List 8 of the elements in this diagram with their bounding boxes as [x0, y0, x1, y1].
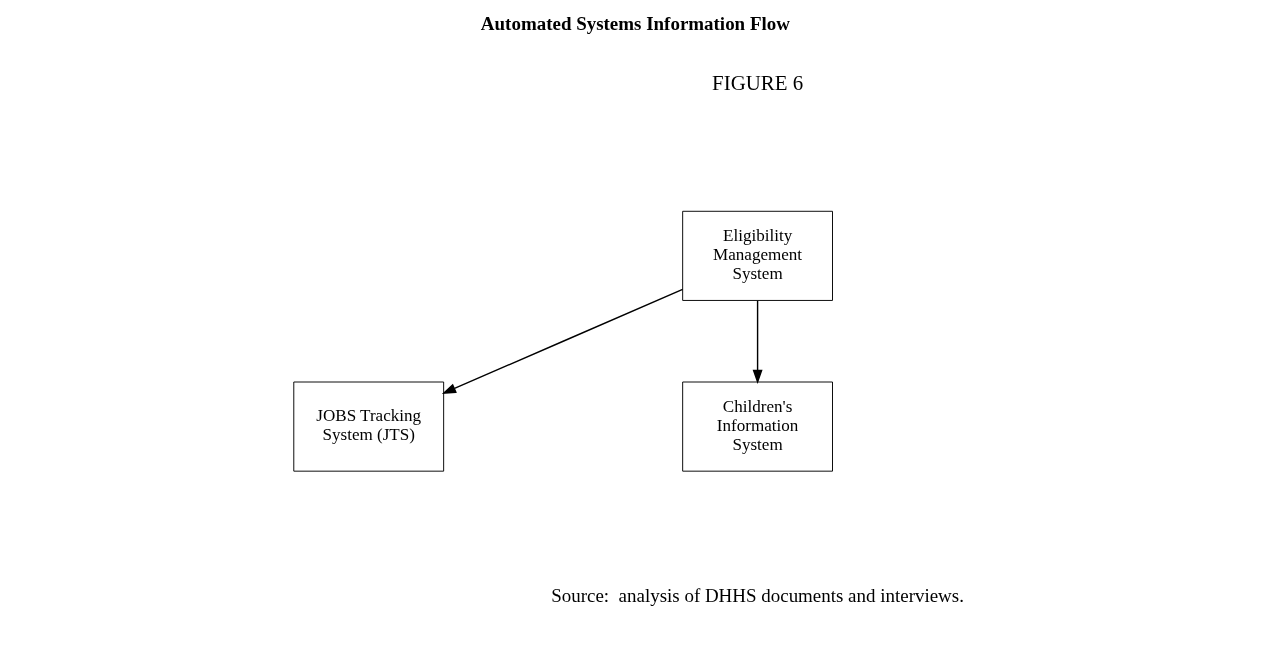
node-box: Children's Information System	[681, 381, 833, 472]
label: FIGURE 6	[711, 71, 803, 96]
caption: Source: analysis of DHHS documents and interviews.	[550, 585, 964, 607]
arrow	[752, 300, 763, 385]
diagram-title: Automated Systems Information Flow	[480, 13, 790, 35]
arrow	[441, 288, 683, 394]
node-box: Eligibility Management System	[681, 210, 833, 301]
node-box: JOBS Tracking System (JTS)	[292, 381, 444, 472]
